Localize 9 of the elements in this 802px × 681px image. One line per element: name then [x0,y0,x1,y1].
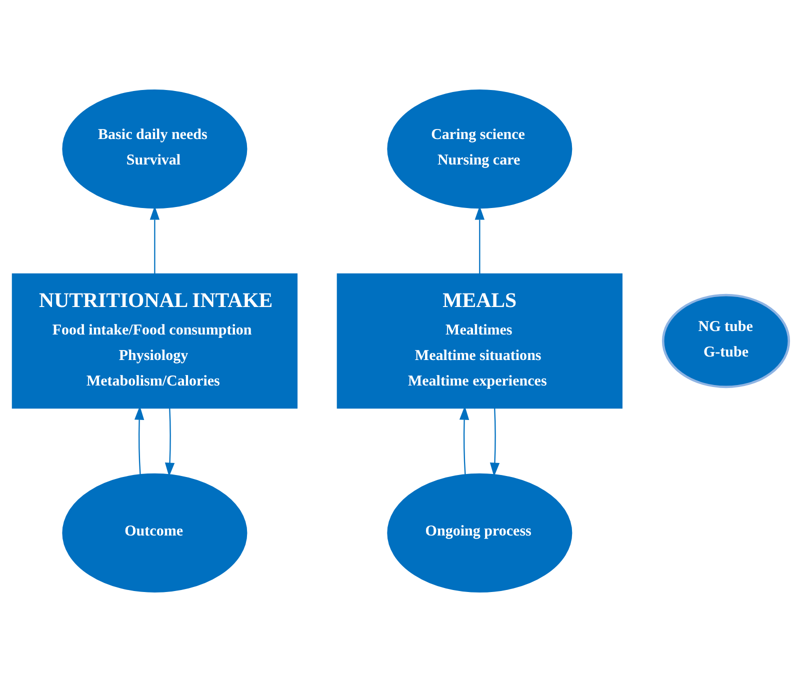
node-ellipse: Basic daily needs Survival [62,88,248,208]
node-ellipse: Ongoing process [387,472,572,592]
arrow [164,407,175,476]
node-box: NUTRITIONAL INTAKE Food intake/Food consumption Physiology Metabolism/Calories [12,272,298,408]
node-ellipse: Caring science Nursing care [387,88,572,208]
node-ellipse: NG tube G-tube [662,293,790,388]
node-box: MEALS Mealtimes Mealtime situations Mealtime experiences [336,272,622,408]
node-ellipse: Outcome [62,472,248,592]
arrow [490,407,500,476]
